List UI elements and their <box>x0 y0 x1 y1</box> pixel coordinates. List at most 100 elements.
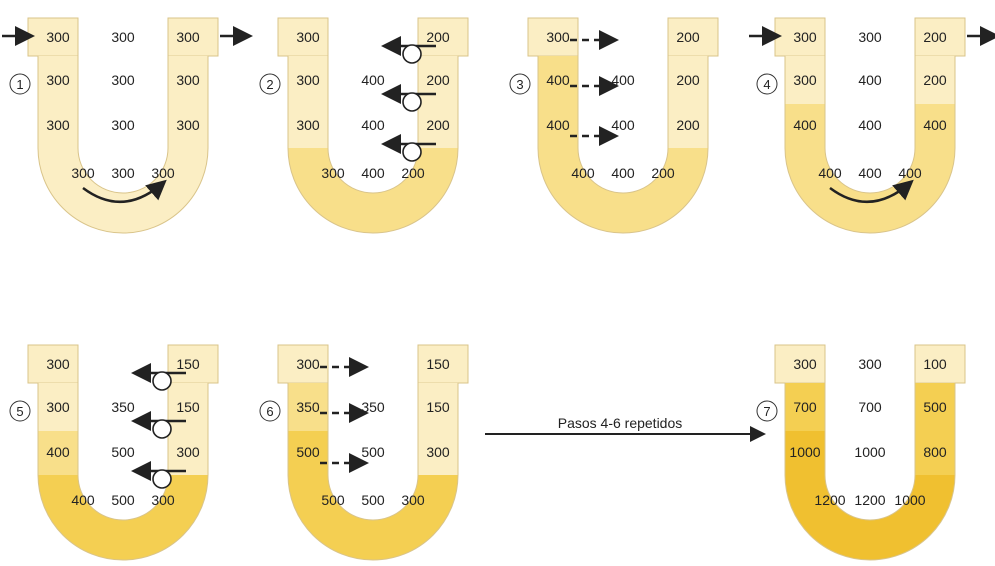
left-value: 400 <box>793 117 817 133</box>
left-limb-seg <box>38 383 78 431</box>
center-value: 500 <box>361 492 385 508</box>
center-value: 300 <box>111 165 135 181</box>
left-limb-seg <box>288 56 328 104</box>
left-value: 400 <box>546 117 570 133</box>
step-ring <box>509 73 531 95</box>
right-limb-top <box>167 17 219 57</box>
center-value: 300 <box>111 117 135 133</box>
right-limb-top <box>667 17 719 57</box>
step-number-circle: 4 <box>756 73 778 95</box>
bottom-bend <box>785 475 955 560</box>
center-value: 400 <box>611 165 635 181</box>
left-limb-seg <box>785 56 825 104</box>
right-value: 200 <box>923 72 947 88</box>
left-value: 300 <box>46 356 70 372</box>
right-value: 300 <box>176 444 200 460</box>
center-value: 400 <box>611 117 635 133</box>
right-limb-seg <box>915 383 955 431</box>
right-value: 200 <box>676 72 700 88</box>
step-number-circle: 3 <box>509 73 531 95</box>
right-limb-top <box>417 17 469 57</box>
step-number-circle: 7 <box>756 400 778 422</box>
left-limb-seg <box>38 104 78 148</box>
right-limb-seg <box>418 431 458 475</box>
bottom-bend <box>288 148 458 233</box>
left-value: 300 <box>793 72 817 88</box>
left-value: 500 <box>321 492 345 508</box>
loop-outline <box>527 17 719 234</box>
center-value: 300 <box>111 29 135 45</box>
right-limb-top <box>417 344 469 384</box>
left-value: 300 <box>793 29 817 45</box>
center-value: 400 <box>858 72 882 88</box>
step-number: 2 <box>266 77 273 92</box>
center-value: 1000 <box>854 444 885 460</box>
right-value: 200 <box>651 165 675 181</box>
left-value: 1200 <box>814 492 845 508</box>
bottom-bend <box>38 475 208 560</box>
loop-outline <box>774 344 966 561</box>
left-limb-seg <box>538 104 578 148</box>
right-limb-seg <box>418 56 458 104</box>
left-value: 300 <box>296 29 320 45</box>
step-number: 1 <box>16 77 23 92</box>
flow-curve-arrow <box>829 179 914 203</box>
step-number: 3 <box>516 77 523 92</box>
center-value: 500 <box>111 492 135 508</box>
right-value: 200 <box>676 29 700 45</box>
right-limb-top <box>167 344 219 384</box>
pump-circle <box>152 371 172 391</box>
center-value: 400 <box>361 117 385 133</box>
loop-outline <box>27 344 219 561</box>
left-value: 400 <box>46 444 70 460</box>
right-limb-seg <box>668 104 708 148</box>
left-value: 500 <box>296 444 320 460</box>
center-value: 1200 <box>854 492 885 508</box>
center-value: 400 <box>858 117 882 133</box>
loop-outline <box>277 344 469 561</box>
right-value: 100 <box>923 356 947 372</box>
right-limb-seg <box>418 104 458 148</box>
step-ring <box>259 73 281 95</box>
left-value: 300 <box>321 165 345 181</box>
left-limb-seg <box>785 383 825 431</box>
loop-outline <box>27 17 219 234</box>
right-value: 300 <box>426 444 450 460</box>
step-ring <box>259 400 281 422</box>
right-value: 300 <box>151 492 175 508</box>
step-ring <box>756 73 778 95</box>
right-value: 300 <box>176 72 200 88</box>
center-value: 350 <box>111 399 135 415</box>
right-limb-seg <box>168 431 208 475</box>
right-value: 1000 <box>894 492 925 508</box>
left-value: 350 <box>296 399 320 415</box>
right-value: 300 <box>151 165 175 181</box>
bottom-bend <box>38 148 208 233</box>
left-limb-top <box>527 17 579 57</box>
left-value: 300 <box>793 356 817 372</box>
step-ring <box>9 400 31 422</box>
loop-outline <box>277 17 469 234</box>
right-value: 150 <box>176 356 200 372</box>
right-value: 200 <box>426 117 450 133</box>
step-number-circle: 1 <box>9 73 31 95</box>
left-value: 400 <box>571 165 595 181</box>
step-number: 6 <box>266 404 273 419</box>
center-value: 400 <box>611 72 635 88</box>
center-value: 700 <box>858 399 882 415</box>
center-value: 500 <box>111 444 135 460</box>
step-number: 7 <box>763 404 770 419</box>
left-value: 300 <box>46 399 70 415</box>
right-limb-seg <box>168 104 208 148</box>
left-value: 1000 <box>789 444 820 460</box>
pump-circle <box>402 44 422 64</box>
right-limb-seg <box>915 431 955 475</box>
pump-circle <box>402 92 422 112</box>
step-number-circle: 2 <box>259 73 281 95</box>
right-limb-seg <box>915 56 955 104</box>
left-value: 300 <box>546 29 570 45</box>
